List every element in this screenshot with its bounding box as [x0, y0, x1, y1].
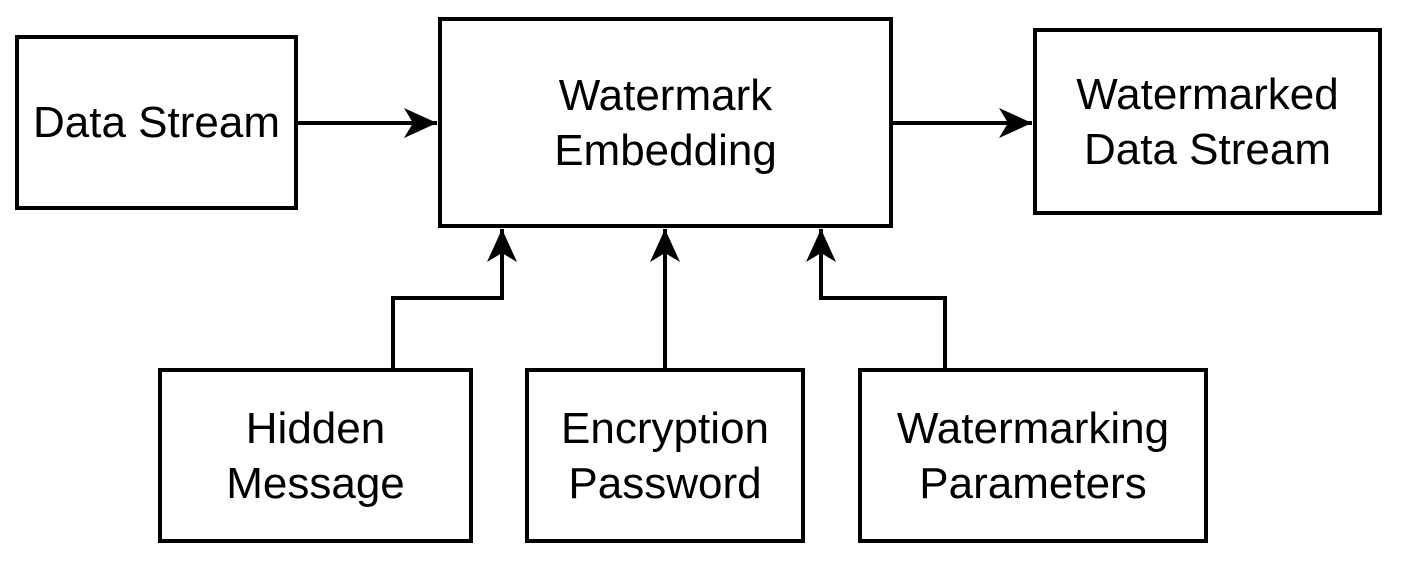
node-hidden-message: Hidden Message [158, 368, 473, 543]
node-watermarking-parameters-label: Watermarking Parameters [896, 403, 1170, 508]
node-data-stream: Data Stream [15, 35, 298, 210]
node-encryption-password: Encryption Password [525, 368, 805, 543]
node-watermark-embedding: Watermark Embedding [438, 17, 893, 228]
node-watermarked-data-stream: Watermarked Data Stream [1033, 28, 1382, 215]
node-watermarking-parameters: Watermarking Parameters [858, 368, 1208, 543]
node-encryption-password-label: Encryption Password [561, 403, 769, 508]
connector-watermarking-parameters-to-watermark-embedding [806, 229, 947, 368]
node-hidden-message-label: Hidden Message [226, 403, 405, 508]
node-data-stream-label: Data Stream [33, 98, 280, 147]
node-watermarked-data-stream-label: Watermarked Data Stream [1076, 69, 1339, 174]
node-watermark-embedding-label: Watermark Embedding [554, 70, 777, 175]
connector-hidden-message-to-watermark-embedding [391, 229, 517, 368]
